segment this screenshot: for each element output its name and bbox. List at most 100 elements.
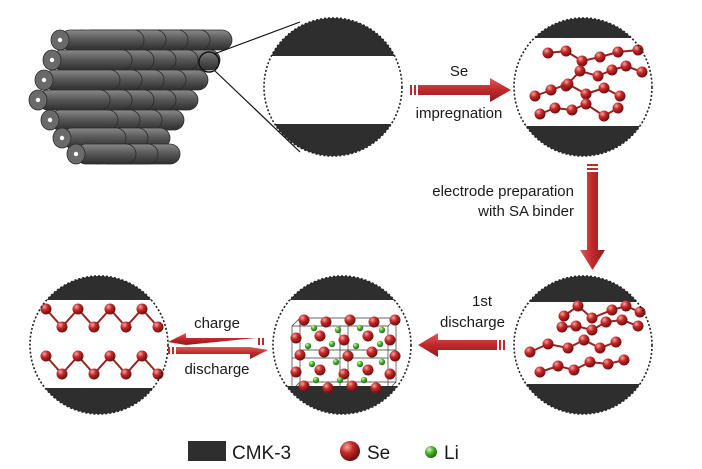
se-atom [104, 350, 116, 362]
se-atom [56, 321, 68, 333]
se-atom [586, 312, 598, 324]
se-atom [545, 84, 557, 96]
se-atom [384, 368, 396, 380]
se-chains-impregnated [529, 44, 648, 122]
se-atom [566, 104, 578, 116]
se-atom [632, 44, 644, 56]
se-atom [549, 102, 561, 114]
label-impregnation: impregnation [416, 105, 503, 122]
se-atom [584, 356, 596, 368]
se-atom [290, 332, 302, 344]
se-atom [634, 306, 646, 318]
li-atom [310, 324, 318, 332]
se-atom [384, 334, 396, 346]
se-chain [524, 334, 622, 358]
se-atom [560, 45, 572, 57]
se-atom [612, 102, 624, 114]
se-atom [152, 321, 164, 333]
se-atom [620, 60, 632, 72]
se-atom [614, 90, 626, 102]
li-atom [378, 326, 386, 334]
li-atom [334, 326, 342, 334]
se-atom [88, 321, 100, 333]
se-atom [320, 316, 332, 328]
se-atom [389, 350, 401, 362]
label-discharge-first: discharge [440, 314, 505, 331]
label-discharge: discharge [184, 361, 249, 378]
se-atom [580, 88, 592, 100]
se-chain [542, 44, 644, 67]
legend-li-label: Li [444, 443, 459, 464]
arrow-discharge [168, 347, 268, 359]
se-atom [612, 46, 624, 58]
se-atom [610, 336, 622, 348]
carbon-rod [42, 49, 133, 71]
legend-li-swatch [425, 446, 437, 458]
se-atom [580, 98, 592, 110]
li-atom [360, 376, 368, 384]
pore-se-chains-circle [513, 17, 653, 157]
se-atom [606, 304, 618, 316]
carbon-rod [28, 89, 111, 111]
se-atom [620, 300, 632, 312]
se-atom [362, 330, 374, 342]
label-electrode-preparation: electrode preparation [432, 183, 574, 200]
se-atom [602, 358, 614, 370]
se-atom [534, 366, 546, 378]
se-atom [556, 321, 568, 333]
zoom-lines [198, 21, 301, 153]
se-atom [529, 90, 541, 102]
se-atom [389, 314, 401, 326]
arrow-se-impregnation [410, 78, 511, 102]
se-atom [136, 350, 148, 362]
se-atom [72, 303, 84, 315]
se-atom [616, 314, 628, 326]
se-atom [298, 380, 310, 392]
se-atom [534, 108, 546, 120]
li-atom [332, 358, 340, 366]
li-atom [356, 324, 364, 332]
se-atom [594, 51, 606, 63]
se-zigzag-chains [40, 303, 164, 380]
label-sa-binder: with SA binder [477, 203, 574, 220]
se-atom [542, 338, 554, 350]
label-charge: charge [194, 315, 240, 332]
se-atom [314, 330, 326, 342]
label-se: Se [450, 63, 468, 80]
li-atom [352, 342, 360, 350]
se-atom [618, 354, 630, 366]
se-atom [524, 346, 536, 358]
se-chain [529, 78, 626, 102]
arrow-charge [168, 333, 264, 345]
se-atom [136, 303, 148, 315]
se-atom [574, 65, 586, 77]
arrow-electrode-preparation [580, 164, 605, 270]
se-atom [344, 314, 356, 326]
se-zigzag-chain-top [40, 303, 164, 333]
se-atom [120, 368, 132, 380]
se-atom [88, 368, 100, 380]
carbon-rod [52, 127, 127, 149]
se-atom [362, 364, 374, 376]
se-atom [370, 382, 382, 394]
se-atom [294, 349, 306, 361]
se-chain [534, 98, 624, 122]
se-atom [72, 350, 84, 362]
se-atom [636, 66, 648, 78]
se-atom [298, 314, 310, 326]
pore-li2se-circle [272, 275, 412, 415]
se-chain [556, 314, 644, 336]
legend-cmk3-label: CMK-3 [232, 443, 291, 464]
se-atom [594, 342, 606, 354]
carbon-rod [34, 69, 121, 91]
li-atom [304, 342, 312, 350]
se-atom [56, 368, 68, 380]
se-atom [562, 78, 574, 90]
li-atom [312, 376, 320, 384]
legend-se-swatch [340, 441, 360, 461]
se-atom [552, 360, 564, 372]
se-atom [104, 303, 116, 315]
se-atom [600, 316, 612, 328]
label-1st: 1st [472, 293, 493, 310]
